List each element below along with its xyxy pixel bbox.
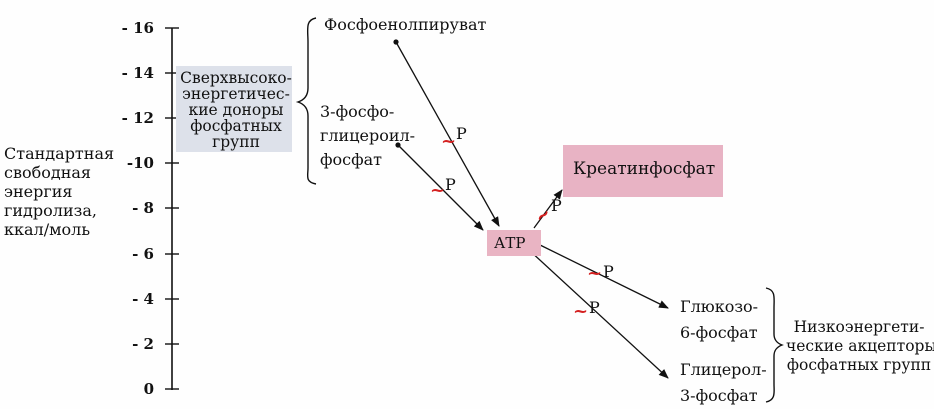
tick-label: - 8	[132, 199, 154, 217]
acceptors-label: Низкоэнергети- ческие акцепторы фосфатны…	[786, 318, 934, 374]
tick-label: - 12	[121, 109, 154, 127]
arrow-bpg-to-atp	[397, 144, 484, 231]
donors-highlight	[176, 66, 292, 152]
phosphate-label: P	[589, 298, 600, 317]
tilde-marker: ~	[573, 301, 589, 322]
phosphate-label: P	[551, 196, 562, 215]
arrow-atp-to-glycerol3p	[528, 249, 669, 379]
phosphate-label: P	[445, 175, 456, 194]
tick-label: - 2	[132, 335, 154, 353]
tilde-marker: ~	[430, 180, 446, 201]
atp-label: АТР	[494, 234, 526, 252]
creatine-phosphate-label: Креатинфосфат	[573, 159, 716, 179]
axis-label: Стандартная свободная энергия гидролиза,…	[4, 144, 115, 239]
tick-label: - 16	[121, 19, 154, 37]
atp-highlight	[487, 230, 541, 256]
pep-label: Фосфоенолпируват	[324, 15, 487, 34]
creatine-highlight	[563, 145, 723, 197]
tilde-marker: ~	[587, 263, 603, 284]
glycerol3p-label: Глицерол- 3-фосфат	[680, 360, 767, 405]
tick-label: -10	[126, 154, 154, 172]
tick-label: 0	[143, 380, 154, 398]
glucose6p-label: Глюкозо- 6-фосфат	[680, 297, 759, 342]
tick-label: - 14	[121, 64, 154, 82]
arrow-atp-to-creatine	[533, 189, 563, 229]
axis-tick-marks	[165, 27, 179, 390]
phosphate-label: P	[603, 262, 614, 281]
donors-brace	[295, 17, 317, 185]
bpg-label: 3-фосфо- глицероил- фосфат	[320, 102, 416, 169]
arrow-pep-to-atp	[395, 41, 500, 227]
phosphate-label: P	[456, 124, 467, 143]
tilde-marker: ~	[441, 131, 457, 152]
tick-label: - 6	[132, 245, 154, 263]
tick-label: - 4	[132, 290, 154, 308]
arrow-atp-to-glucose6p	[537, 243, 669, 309]
acceptors-brace	[765, 287, 784, 403]
donors-label: Сверхвысоко- энергетичес- кие доноры фос…	[180, 69, 292, 151]
